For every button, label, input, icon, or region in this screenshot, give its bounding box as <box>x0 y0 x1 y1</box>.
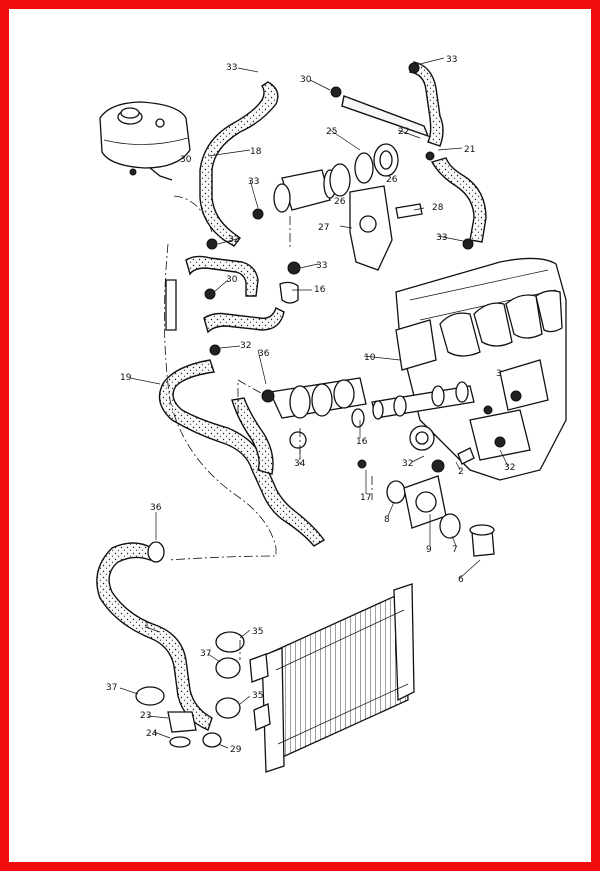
callout-18: 18 <box>250 147 262 157</box>
pipe-assembly <box>261 377 522 473</box>
callout-17: 17 <box>360 493 371 503</box>
coolant-hoses <box>96 61 487 731</box>
callout-35: 35 <box>252 627 263 637</box>
callout-25: 25 <box>326 127 337 137</box>
callout-2: 2 <box>458 467 464 477</box>
callout-35: 35 <box>252 691 263 701</box>
callout-10: 10 <box>364 353 376 363</box>
expansion-tank <box>99 101 191 181</box>
callout-32: 32 <box>240 341 251 351</box>
callout-27: 27 <box>318 223 329 233</box>
callout-36: 36 <box>150 503 162 513</box>
callout-7: 7 <box>452 545 458 555</box>
callout-33: 33 <box>446 55 457 65</box>
callout-16: 16 <box>356 437 368 447</box>
callout-6: 6 <box>458 575 464 585</box>
lower-fittings <box>135 541 245 748</box>
callout-36: 36 <box>258 349 270 359</box>
callout-33: 33 <box>226 63 237 73</box>
callout-3: 3 <box>496 369 502 379</box>
callout-23: 23 <box>140 711 151 721</box>
callout-22: 22 <box>398 127 409 137</box>
oil-cooler <box>386 447 495 557</box>
callout-32: 32 <box>504 463 515 473</box>
callout-8: 8 <box>384 515 390 525</box>
callout-26: 26 <box>334 197 346 207</box>
callout-28: 28 <box>432 203 444 213</box>
leader-lines <box>119 57 509 749</box>
callout-1: 1 <box>144 621 150 631</box>
callout-32: 32 <box>402 459 413 469</box>
callout-33: 33 <box>436 233 447 243</box>
callout-29: 29 <box>230 745 242 755</box>
valve-assembly <box>204 62 474 356</box>
callout-labels: 33 30 33 22 25 21 18 30 26 33 26 28 27 3… <box>106 55 515 755</box>
callout-30: 30 <box>180 155 192 165</box>
callout-26: 26 <box>386 175 398 185</box>
callout-21: 21 <box>464 145 475 155</box>
radiator <box>249 583 415 773</box>
callout-33: 33 <box>248 177 259 187</box>
callout-33: 33 <box>316 261 327 271</box>
callout-34: 34 <box>294 459 306 469</box>
callout-37: 37 <box>200 649 211 659</box>
callout-16: 16 <box>314 285 326 295</box>
callout-37: 37 <box>106 683 117 693</box>
callout-30: 30 <box>300 75 312 85</box>
callout-9: 9 <box>426 545 432 555</box>
callout-32: 32 <box>228 235 239 245</box>
callout-24: 24 <box>146 729 158 739</box>
callout-30: 30 <box>226 275 238 285</box>
callout-19: 19 <box>120 373 132 383</box>
